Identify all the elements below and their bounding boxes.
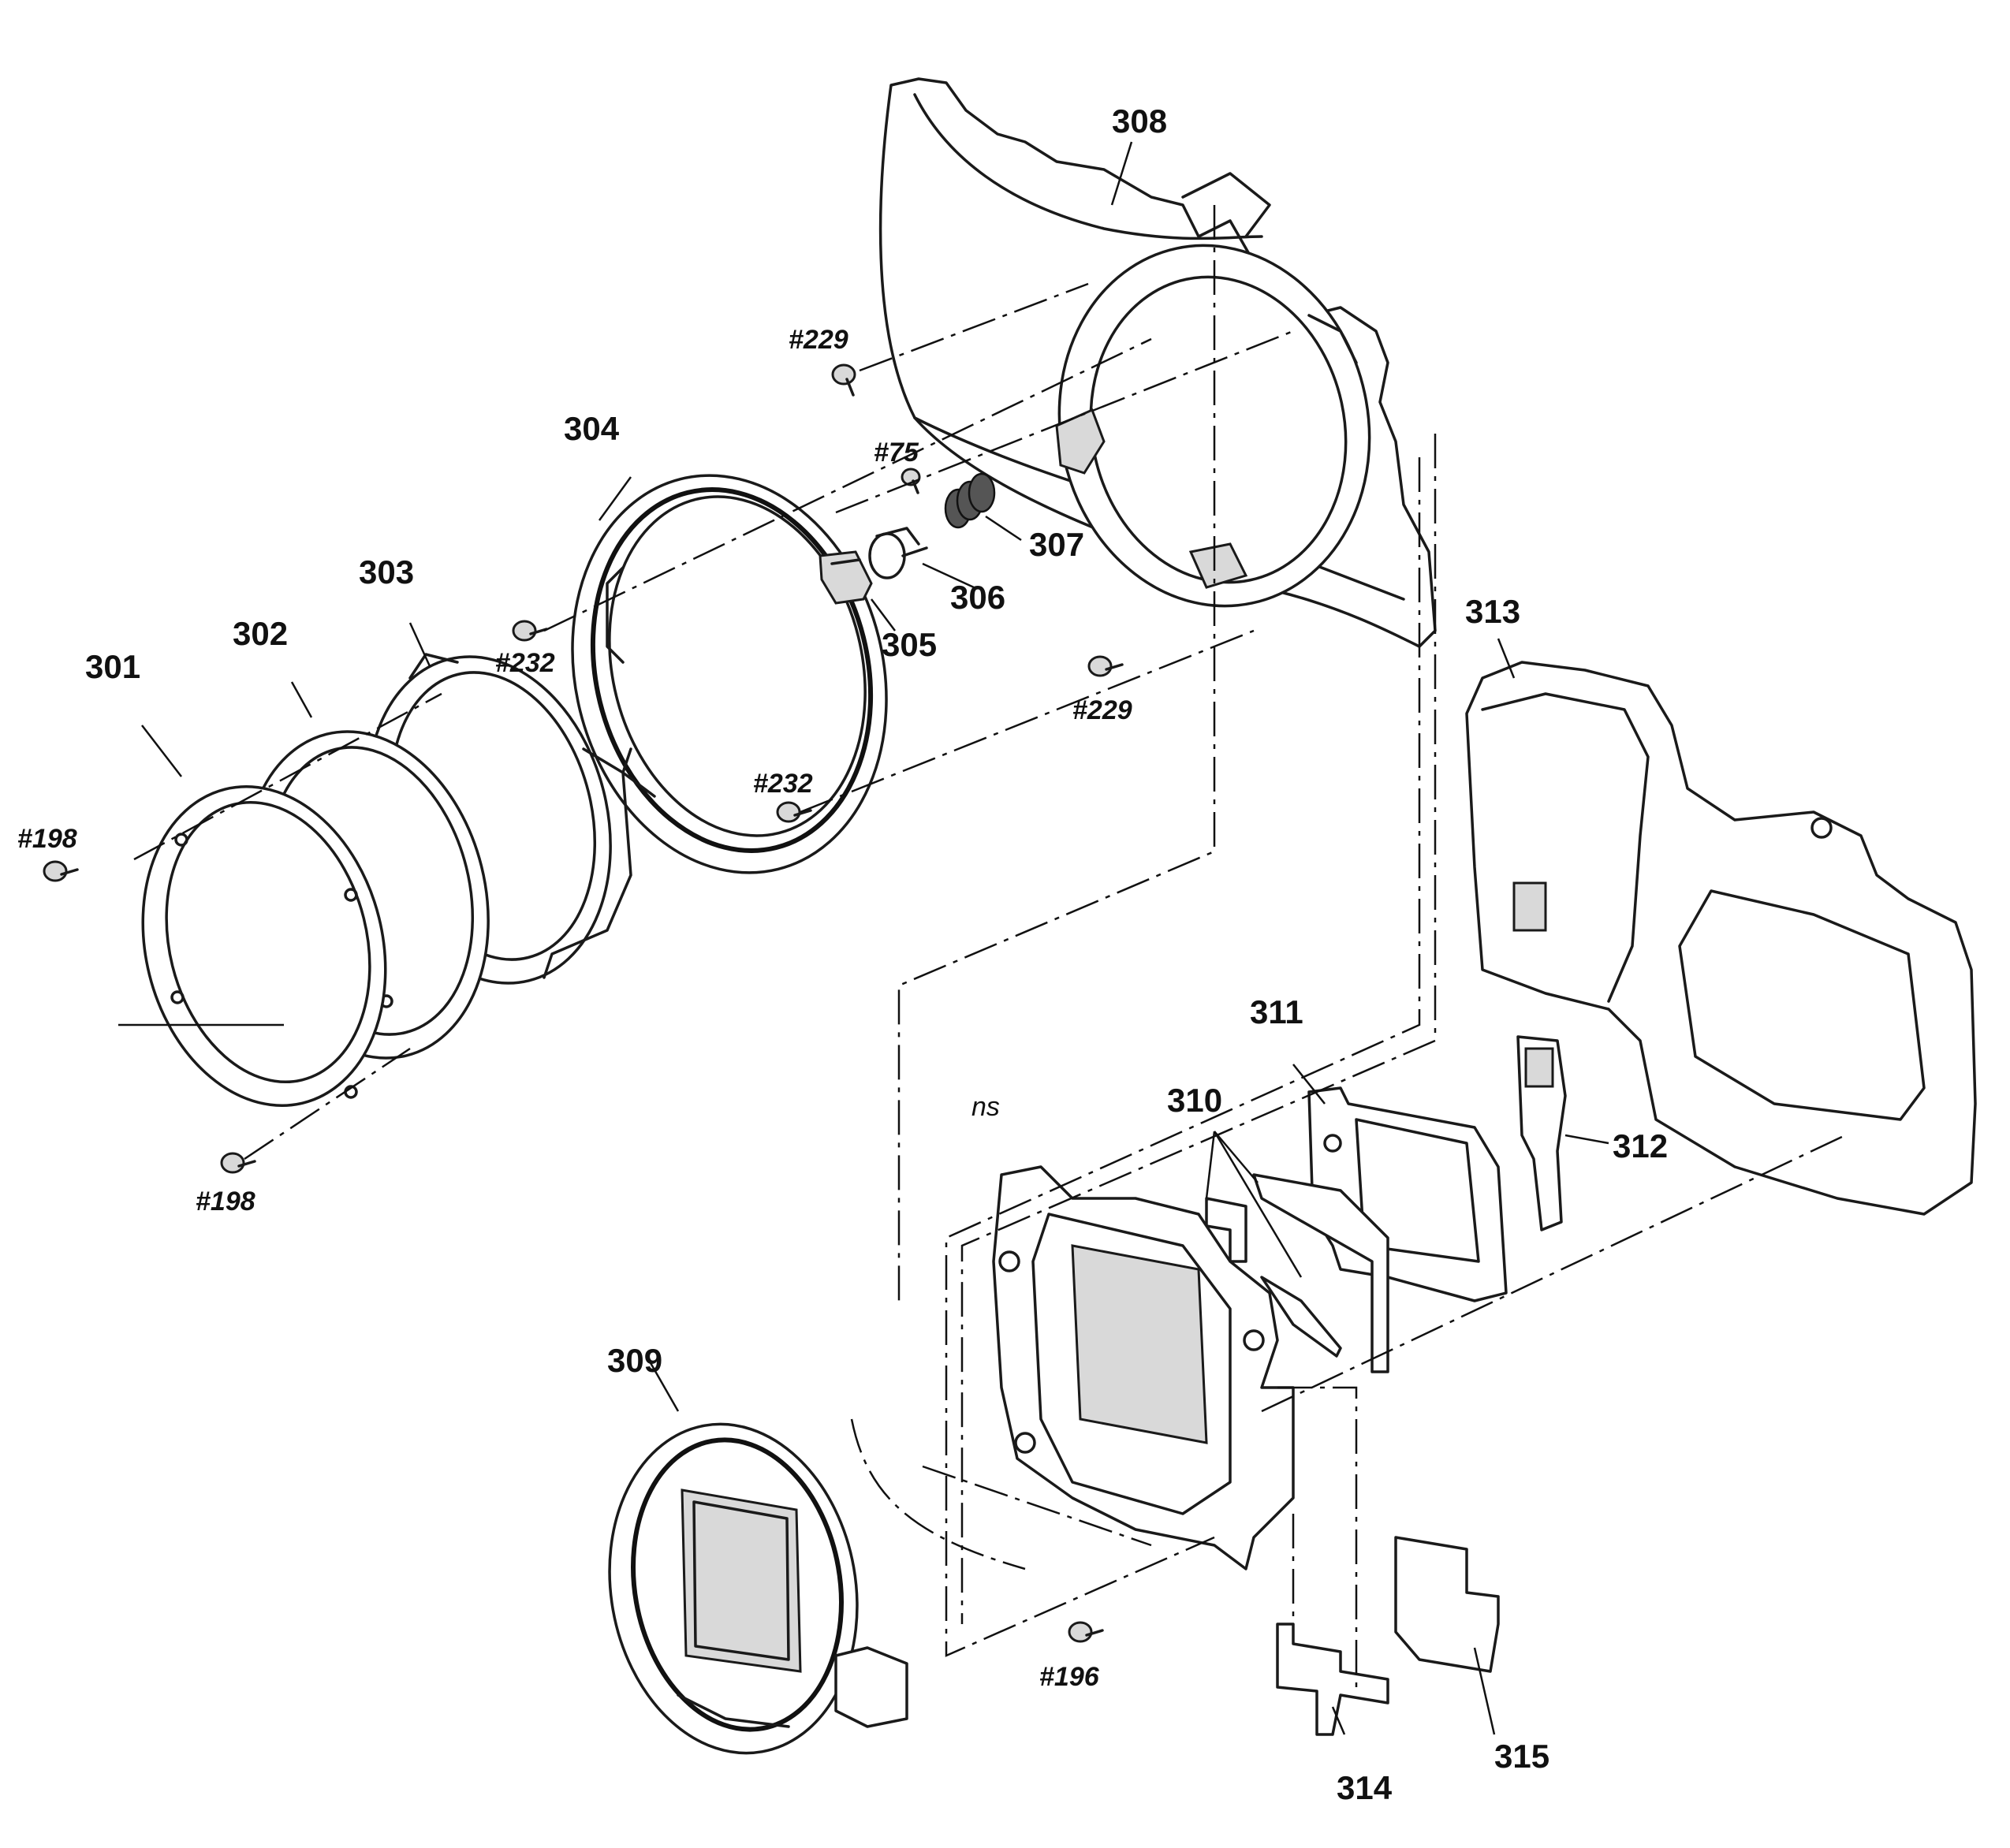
screw-label-232-lower: #232: [753, 769, 813, 799]
part-310-shims: [1205, 1173, 1389, 1373]
part-313-frame: [1465, 661, 1977, 1216]
screw-labels: #229 #229 #75 #232 #232 #198 #198 #196 n…: [17, 325, 1132, 1692]
part-label-308: 308: [1112, 102, 1167, 140]
part-label-305: 305: [882, 626, 937, 663]
screw-icon: [43, 860, 79, 882]
part-label-304: 304: [564, 410, 620, 447]
screw-label-229-top: #229: [789, 325, 848, 355]
part-label-310: 310: [1167, 1082, 1222, 1119]
part-309-mount: [608, 1422, 908, 1755]
part-label-312: 312: [1613, 1127, 1668, 1164]
part-306-lock-pin: [868, 527, 928, 579]
part-label-314: 314: [1337, 1769, 1393, 1806]
screw-label-196: #196: [1039, 1662, 1100, 1692]
assembly-lines: [133, 205, 1846, 1695]
part-label-306: 306: [950, 579, 1005, 616]
part-label-315: 315: [1494, 1738, 1549, 1775]
part-ns-chassis: [992, 1165, 1295, 1570]
part-label-309: 309: [607, 1342, 662, 1379]
part-label-307: 307: [1029, 526, 1084, 563]
screw-icon: [220, 1152, 256, 1174]
part-labels: 301 302 303 304 305 306 307 308 309 310 …: [85, 102, 1668, 1806]
part-305-lock-button: [819, 550, 873, 605]
part-304-ring: [571, 474, 888, 874]
part-label-301: 301: [85, 648, 140, 685]
note-label-ns: ns: [971, 1092, 1000, 1122]
part-label-311: 311: [1250, 993, 1303, 1030]
part-307-spring: [944, 472, 996, 529]
screw-label-198-bottom: #198: [196, 1187, 255, 1216]
part-314-flat: [1276, 1623, 1389, 1736]
screw-label-232-upper: #232: [495, 648, 555, 678]
screw-icon: [1087, 655, 1124, 677]
part-315-flat: [1394, 1536, 1500, 1673]
screw-label-198-left: #198: [17, 824, 77, 854]
screw-icon: [1068, 1621, 1104, 1643]
part-label-302: 302: [233, 615, 288, 652]
screw-icon: [512, 620, 548, 642]
leaders: [118, 141, 1609, 1735]
screw-icon: [831, 363, 856, 397]
part-label-313: 313: [1465, 593, 1520, 630]
screw-icon: [776, 801, 812, 823]
screw-label-75: #75: [874, 438, 919, 468]
part-308-front-cover: [878, 77, 1437, 648]
screw-label-229-right: #229: [1072, 695, 1132, 725]
part-label-303: 303: [359, 553, 414, 591]
screw-glyphs: [43, 363, 1124, 1643]
part-312-flex: [1516, 1035, 1567, 1231]
